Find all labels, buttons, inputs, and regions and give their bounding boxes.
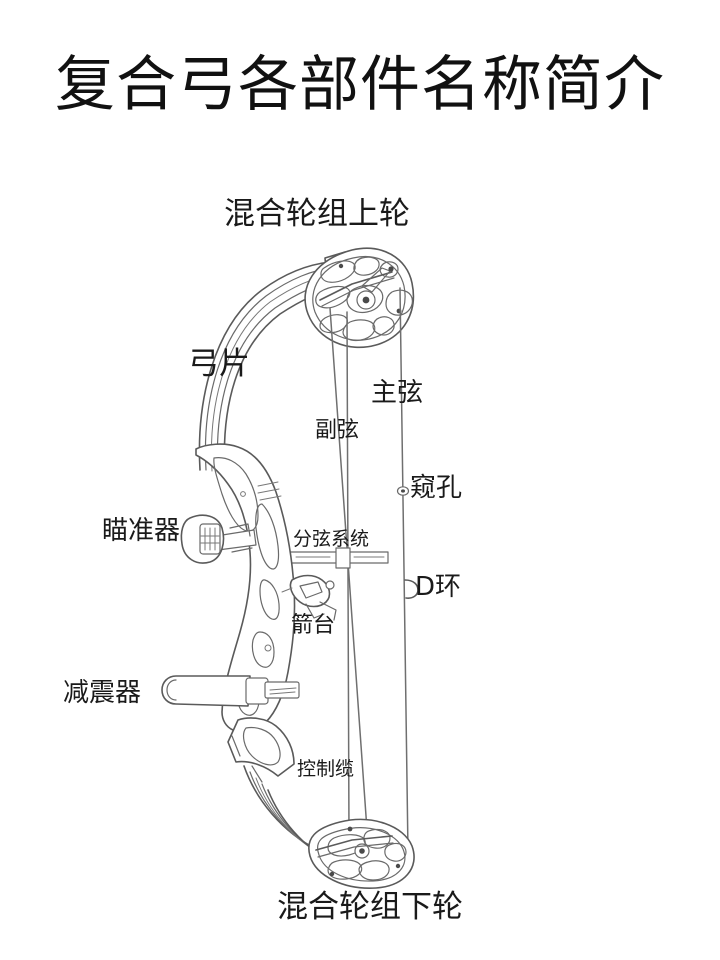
peep-sight-marker xyxy=(396,486,410,496)
bow-strings xyxy=(329,287,409,853)
label-d-loop: D环 xyxy=(415,572,462,602)
d-loop-marker xyxy=(404,579,419,599)
lower-limb-pocket xyxy=(227,717,295,783)
label-cable-splitter: 分弦系统 xyxy=(293,528,370,550)
label-upper-cam: 混合轮组上轮 xyxy=(224,196,410,232)
control-cable-line xyxy=(346,311,350,839)
cable-splitter xyxy=(289,547,389,569)
label-stabilizer: 减震器 xyxy=(63,678,142,708)
label-sight: 瞄准器 xyxy=(102,516,181,546)
main-string-line xyxy=(399,287,409,853)
lower-cam xyxy=(308,818,415,889)
label-peep-sight: 窥孔 xyxy=(410,473,463,503)
cable-line-1 xyxy=(329,307,369,845)
label-control-cable: 控制缆 xyxy=(297,758,355,780)
label-main-string: 主弦 xyxy=(371,378,424,408)
bow-sight xyxy=(180,514,257,564)
page-title: 复合弓各部件名称简介 xyxy=(55,50,665,120)
label-cable: 副弦 xyxy=(315,418,360,443)
label-lower-cam: 混合轮组下轮 xyxy=(277,889,463,925)
label-arrow-rest: 箭台 xyxy=(291,613,336,638)
arrow-rest xyxy=(281,574,337,621)
stabilizer xyxy=(161,675,300,707)
upper-cam xyxy=(304,247,415,349)
label-limb: 弓片 xyxy=(188,346,250,382)
